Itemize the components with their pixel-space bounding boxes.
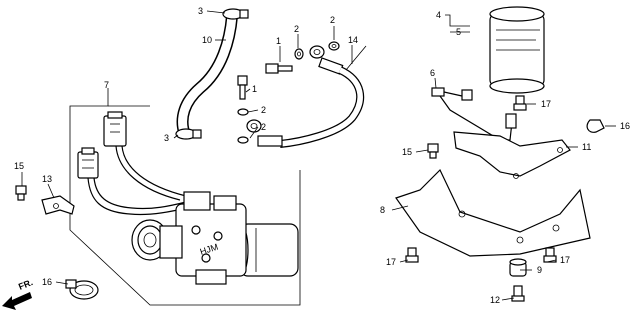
- callout-1-lower: 1: [252, 84, 257, 94]
- callout-2-c: 2: [261, 105, 266, 115]
- callout-12: 12: [490, 295, 500, 305]
- brake-pipe-6: [431, 87, 517, 141]
- callout-4: 4: [436, 10, 441, 20]
- callout-2-a: 2: [294, 24, 299, 34]
- callout-15-right: 15: [402, 147, 412, 157]
- callout-6: 6: [430, 68, 435, 78]
- hose-clamp-3-top: [222, 8, 249, 20]
- callout-2-d: 2: [261, 122, 266, 132]
- callout-7: 7: [104, 80, 109, 90]
- callout-2-b: 2: [330, 15, 335, 25]
- sealing-washer-2-c: [237, 108, 249, 116]
- hose-clamp-3-bottom: [175, 128, 202, 140]
- group-outline-7: [69, 88, 301, 306]
- bolt-17-left: [405, 247, 419, 263]
- banjo-bolt-1-lower: [237, 75, 248, 100]
- callout-17-right: 17: [560, 255, 570, 265]
- connector-lower: [77, 147, 99, 179]
- callout-16-right: 16: [620, 121, 630, 131]
- callout-3-bottom: 3: [164, 133, 169, 143]
- callout-17-left: 17: [386, 257, 396, 267]
- front-direction-arrow: FR.: [2, 277, 34, 310]
- sealing-washer-2-a: [294, 48, 304, 60]
- bolt-15-right: [427, 143, 439, 159]
- callout-8: 8: [380, 205, 385, 215]
- callout-9: 9: [537, 265, 542, 275]
- bolt-15-left: [15, 185, 27, 201]
- hose-10: [176, 10, 238, 138]
- accumulator-4: [489, 6, 545, 94]
- callout-14: 14: [348, 35, 358, 45]
- callout-10: 10: [202, 35, 212, 45]
- rubber-mount-9: [509, 258, 527, 277]
- clip-16-left: [65, 279, 99, 300]
- bracket-11: [453, 131, 571, 179]
- callout-17-top: 17: [541, 99, 551, 109]
- bolt-17-right: [543, 247, 557, 263]
- bracket-13: [41, 195, 75, 215]
- bolt-12: [511, 285, 525, 302]
- clip-16-right: [586, 119, 605, 133]
- direction-label: FR.: [17, 277, 34, 292]
- leader-lines: [21, 10, 616, 301]
- callout-labels: 3 10 1 2 2 14 1 2 2 3 7 15 13 16 4 5 6 1…: [14, 6, 630, 305]
- modulator-assembly-7: HJM: [131, 191, 299, 285]
- connector-upper: [103, 111, 127, 147]
- callout-1-upper: 1: [276, 36, 281, 46]
- banjo-bolt-1-upper: [265, 63, 293, 74]
- callout-16-left: 16: [42, 277, 52, 287]
- callout-15-left: 15: [14, 161, 24, 171]
- callout-5: 5: [456, 27, 461, 37]
- wiring-harness: [87, 145, 187, 216]
- callout-13: 13: [42, 174, 52, 184]
- sealing-washer-2-d: [237, 136, 249, 144]
- callout-3-top: 3: [198, 6, 203, 16]
- bracket-8: [395, 168, 591, 257]
- callout-11: 11: [582, 142, 591, 152]
- bolt-17-top: [513, 95, 527, 111]
- high-pressure-hose-14: [246, 45, 364, 148]
- sealing-washer-2-b: [328, 41, 340, 51]
